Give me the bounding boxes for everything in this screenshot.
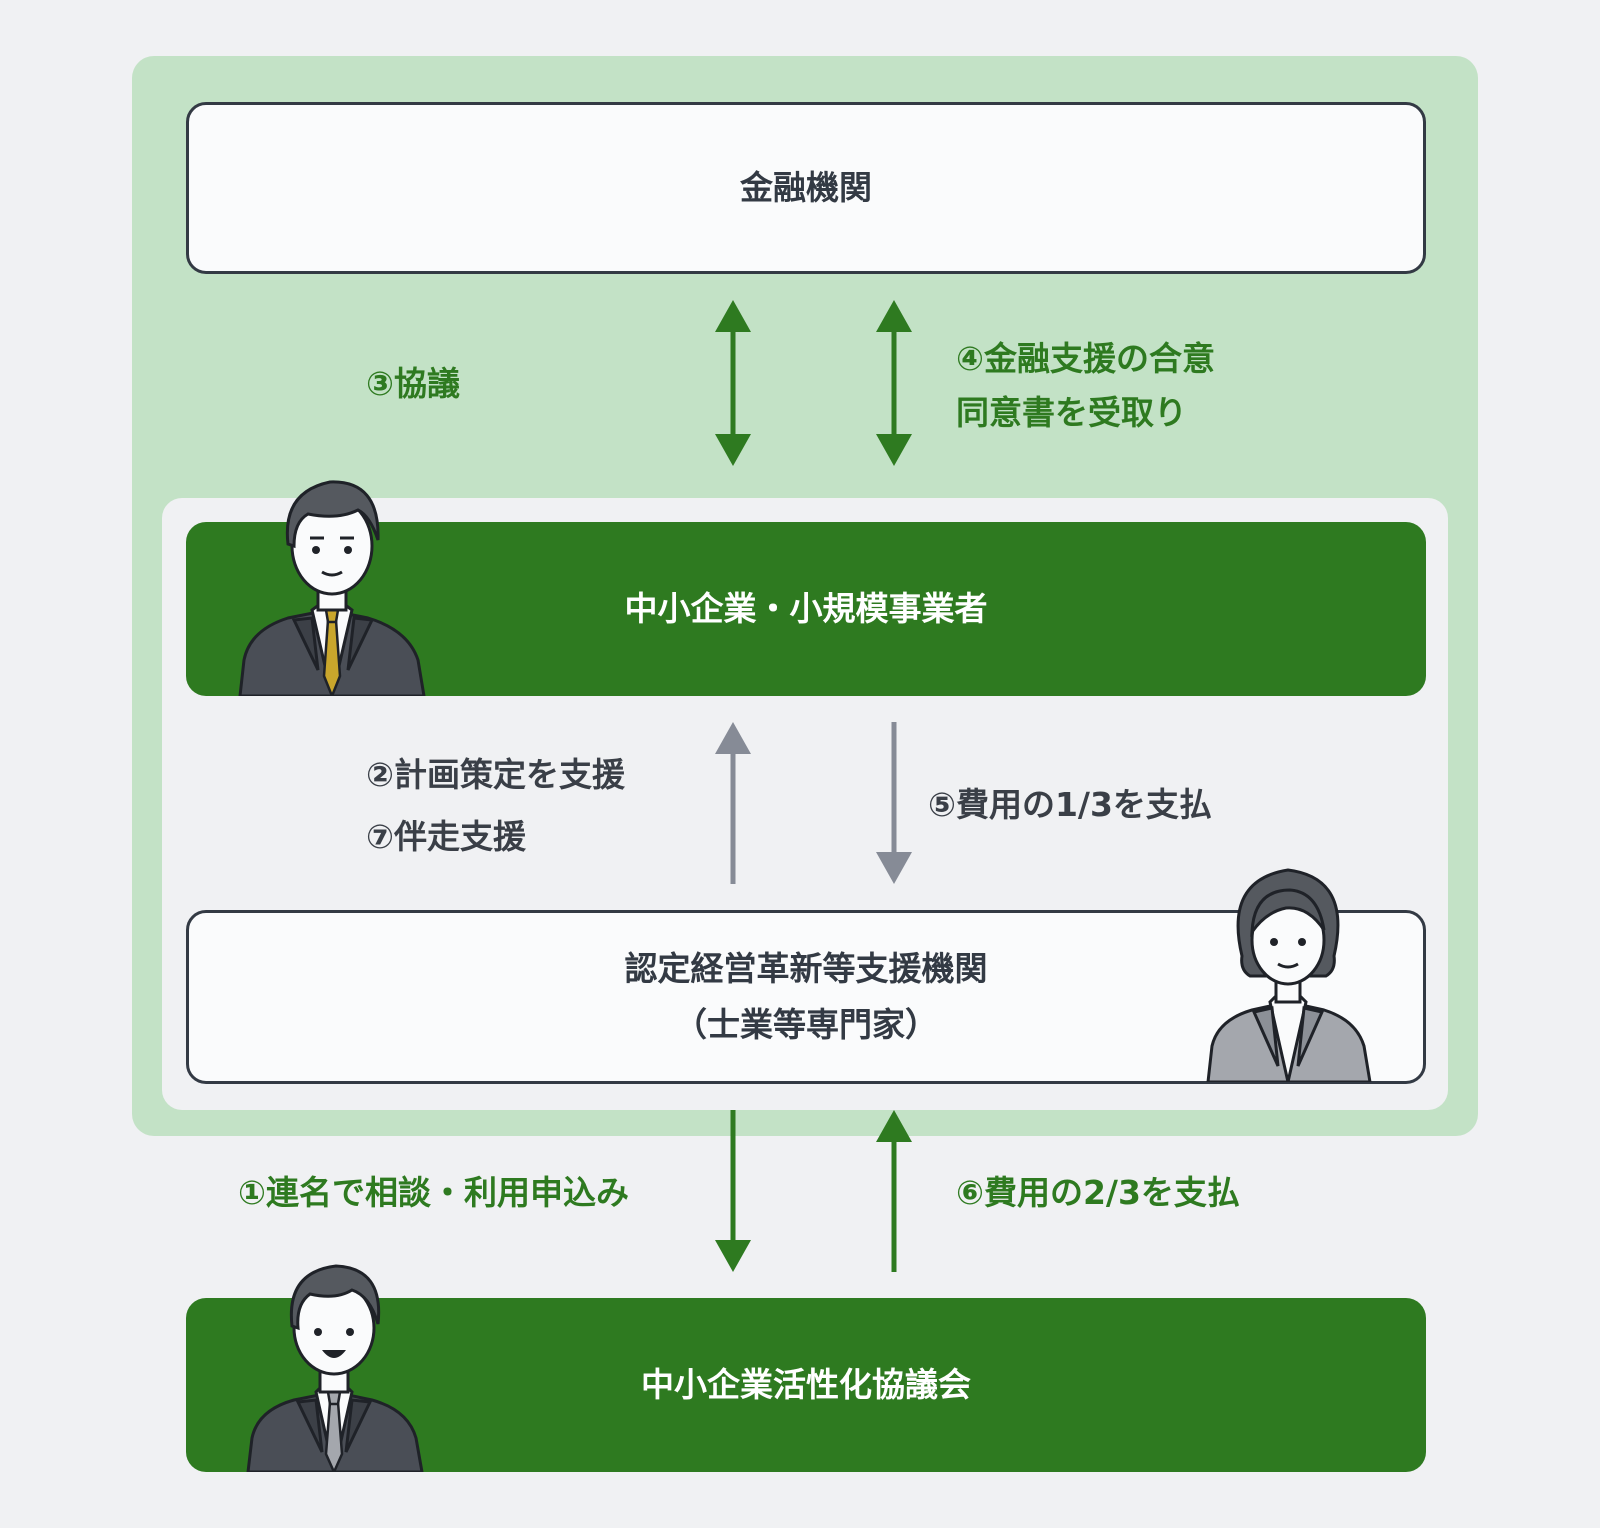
step-follow-up-label: ⑦伴走支援 bbox=[366, 817, 526, 856]
businesswoman-icon bbox=[1206, 868, 1372, 1082]
step-agreement-line2: 同意書を受取り bbox=[956, 393, 1187, 432]
young-businessman-icon bbox=[246, 1264, 424, 1472]
step-apply-label: ①連名で相談・利用申込み bbox=[238, 1173, 629, 1212]
arrow-up-icon bbox=[876, 1110, 912, 1272]
step-consult-label: ③協議 bbox=[366, 364, 460, 403]
step-pay-two-thirds-label: ⑥費用の2/3を支払 bbox=[956, 1173, 1240, 1212]
step-pay-one-third-label: ⑤費用の1/3を支払 bbox=[928, 785, 1212, 824]
financial-institution-label: 金融機関 bbox=[740, 167, 872, 207]
double-arrow-icon bbox=[715, 300, 751, 466]
double-arrow-icon bbox=[876, 300, 912, 466]
support-agency-label-line1: 認定経営革新等支援機関 bbox=[624, 948, 988, 988]
support-agency-box: 認定経営革新等支援機関 （士業等専門家） bbox=[186, 910, 1426, 1084]
council-label: 中小企業活性化協議会 bbox=[641, 1364, 971, 1404]
step-agreement-line1: ④金融支援の合意 bbox=[956, 339, 1215, 378]
sme-label: 中小企業・小規模事業者 bbox=[624, 588, 988, 628]
businessman-icon bbox=[238, 480, 426, 696]
arrow-down-icon bbox=[876, 722, 912, 884]
step-plan-support-label: ②計画策定を支援 bbox=[366, 755, 625, 794]
financial-institution-box: 金融機関 bbox=[186, 102, 1426, 274]
arrow-up-icon bbox=[715, 722, 751, 884]
arrow-down-icon bbox=[715, 1110, 751, 1272]
support-agency-label-line2: （士業等専門家） bbox=[674, 1005, 938, 1044]
